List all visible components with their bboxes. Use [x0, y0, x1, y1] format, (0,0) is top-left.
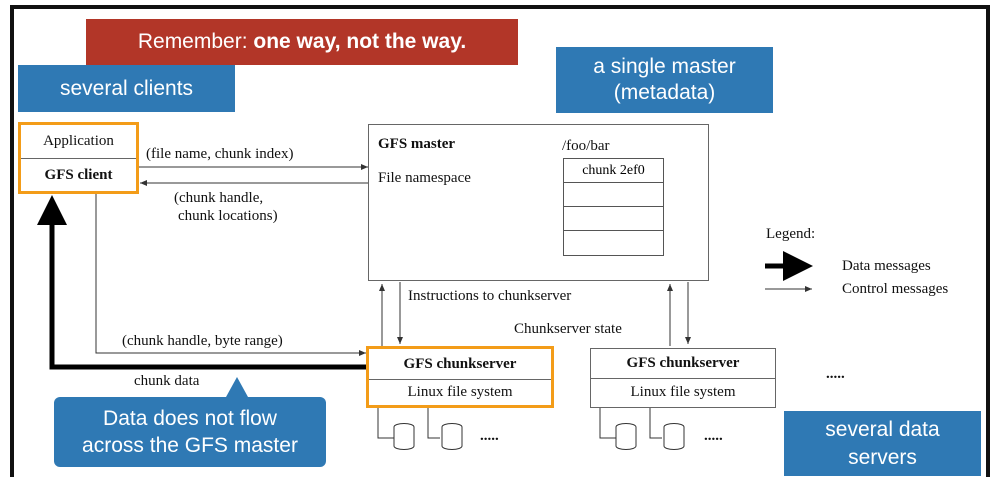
chunk-row	[564, 231, 663, 255]
chunk-handle-label-2: chunk locations)	[178, 208, 278, 224]
slide-frame	[10, 5, 990, 477]
gfs-client-cell: GFS client	[21, 159, 136, 191]
chunkserver-fs-cell: Linux file system	[591, 379, 775, 406]
chunkserver-fs: Linux file system	[407, 384, 513, 400]
gfs-master-title: GFS master	[378, 136, 456, 152]
chunkserver-title: GFS chunkserver	[626, 355, 740, 371]
application-label: Application	[43, 133, 114, 149]
data-servers-line2: servers	[848, 445, 917, 469]
chunkserver-box: GFS chunkserver Linux file system	[366, 346, 554, 408]
file-name-chunk-index-label: (file name, chunk index)	[146, 146, 294, 162]
chunk-row	[564, 183, 663, 207]
chunkserver-title-cell: GFS chunkserver	[369, 349, 551, 380]
gfs-client-label: GFS client	[44, 166, 113, 183]
gfs-master-box	[368, 124, 709, 281]
disk-ellipsis: .....	[704, 428, 723, 444]
remember-prefix: Remember:	[137, 30, 248, 53]
single-master-line2: (metadata)	[613, 81, 716, 104]
no-flow-line2: across the GFS master	[82, 434, 298, 457]
data-servers-callout: several data servers	[784, 411, 981, 476]
chunkserver-title: GFS chunkserver	[403, 355, 517, 372]
disk-ellipsis: .....	[480, 428, 499, 444]
handle-byte-range-label: (chunk handle, byte range)	[122, 333, 283, 349]
chunk-data-arrow	[37, 195, 366, 370]
disk-icons	[377, 408, 685, 450]
no-flow-pointer	[226, 377, 248, 397]
chunk-row: chunk 2ef0	[564, 159, 663, 183]
no-flow-line1: Data does not flow	[103, 406, 277, 430]
chunk-row-label-0: chunk 2ef0	[582, 162, 645, 178]
chunkserver-title-cell: GFS chunkserver	[591, 349, 775, 379]
single-master-line1: a single master	[593, 54, 736, 78]
remember-emphasis: one way, not the way.	[253, 30, 467, 53]
several-clients-callout: several clients	[18, 65, 235, 112]
client-box: Application GFS client	[18, 122, 139, 194]
legend-title: Legend:	[766, 226, 816, 242]
legend-control-label: Control messages	[842, 281, 949, 297]
chunkserver-state-label: Chunkserver state	[514, 321, 622, 337]
remember-banner: Remember: one way, not the way.	[86, 19, 518, 65]
instructions-label: Instructions to chunkserver	[408, 288, 572, 304]
no-flow-callout: Data does not flow across the GFS master	[54, 397, 326, 467]
chunkserver-box: GFS chunkserver Linux file system	[590, 348, 776, 408]
chunk-handle-label-1: (chunk handle,	[174, 190, 264, 206]
single-master-callout: a single master (metadata)	[556, 47, 773, 113]
application-cell: Application	[21, 125, 136, 159]
chunk-table: chunk 2ef0	[563, 158, 664, 256]
several-clients-text: several clients	[59, 76, 194, 100]
chunkserver-fs: Linux file system	[630, 384, 736, 400]
read-request-arrow	[95, 190, 366, 356]
chunkserver-fs-cell: Linux file system	[369, 380, 551, 405]
chunk-row	[564, 207, 663, 231]
legend-data-label: Data messages	[842, 258, 931, 274]
more-servers-ellipsis: .....	[826, 366, 845, 382]
file-namespace-label: File namespace	[378, 170, 471, 186]
data-servers-line1: several data	[825, 418, 940, 442]
chunk-data-label: chunk data	[134, 373, 200, 389]
path-label: /foo/bar	[562, 138, 610, 154]
